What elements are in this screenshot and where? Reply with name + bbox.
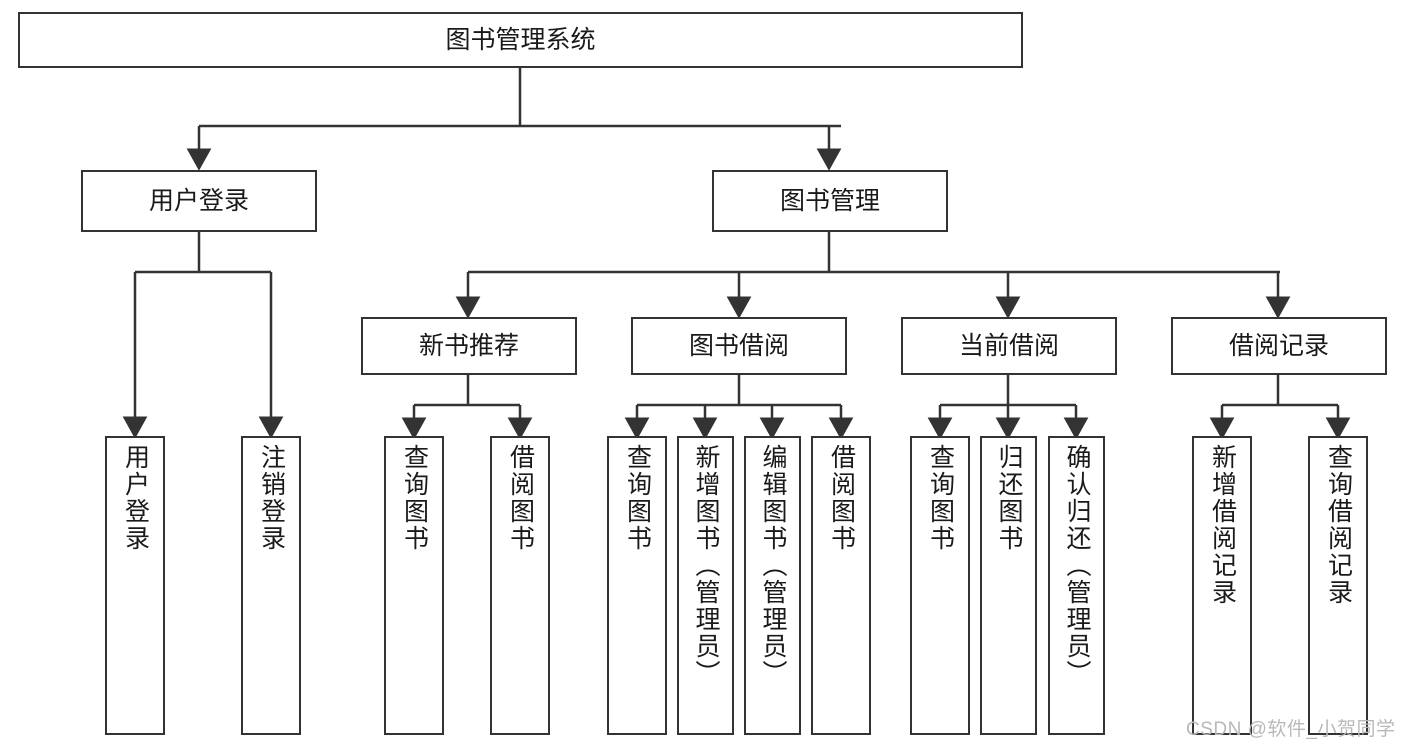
node-leaf-query-book-2[interactable]: 查询图书 [607,436,667,735]
node-leaf-borrow-book-1[interactable]: 借阅图书 [490,436,550,735]
node-leaf-query-record-label: 查询借阅记录 [1324,444,1353,606]
node-leaf-confirm-return[interactable]: 确认归还（管理员） [1048,436,1105,735]
node-leaf-user-login[interactable]: 用户登录 [105,436,165,735]
node-leaf-return-book[interactable]: 归还图书 [980,436,1037,735]
node-current-borrow-label: 当前借阅 [958,331,1059,360]
node-user-login-label: 用户登录 [148,186,249,215]
node-leaf-borrow-book-2[interactable]: 借阅图书 [811,436,871,735]
node-leaf-add-record[interactable]: 新增借阅记录 [1192,436,1252,735]
node-leaf-edit-book[interactable]: 编辑图书（管理员） [744,436,801,735]
node-current-borrow[interactable]: 当前借阅 [901,317,1117,375]
node-leaf-query-book-3[interactable]: 查询图书 [910,436,970,735]
node-borrow-record-label: 借阅记录 [1228,331,1329,360]
node-leaf-query-record[interactable]: 查询借阅记录 [1308,436,1368,735]
node-book-management[interactable]: 图书管理 [712,170,948,232]
node-borrow-record[interactable]: 借阅记录 [1171,317,1387,375]
node-leaf-add-book-label: 新增图书（管理员） [692,444,720,687]
node-leaf-user-login-label: 用户登录 [121,444,150,552]
node-leaf-query-book-2-label: 查询图书 [623,444,652,552]
node-leaf-add-book[interactable]: 新增图书（管理员） [677,436,734,735]
node-book-borrow-label: 图书借阅 [688,331,789,360]
node-leaf-borrow-book-1-label: 借阅图书 [506,444,535,552]
node-leaf-query-book-3-label: 查询图书 [926,444,955,552]
node-leaf-return-book-label: 归还图书 [995,444,1023,552]
node-leaf-add-record-label: 新增借阅记录 [1208,444,1237,606]
node-leaf-confirm-return-label: 确认归还（管理员） [1063,444,1091,687]
node-leaf-logout[interactable]: 注销登录 [241,436,301,735]
node-leaf-borrow-book-2-label: 借阅图书 [827,444,856,552]
node-book-management-label: 图书管理 [779,186,880,215]
node-leaf-logout-label: 注销登录 [257,444,286,552]
node-root[interactable]: 图书管理系统 [18,12,1023,68]
node-new-book-recommend-label: 新书推荐 [418,331,519,360]
node-user-login[interactable]: 用户登录 [81,170,317,232]
watermark-text: CSDN @软件_小贺同学 [1186,719,1396,740]
node-leaf-query-book-1-label: 查询图书 [400,444,429,552]
node-root-label: 图书管理系统 [445,25,596,54]
node-book-borrow[interactable]: 图书借阅 [631,317,847,375]
node-leaf-query-book-1[interactable]: 查询图书 [384,436,444,735]
node-leaf-edit-book-label: 编辑图书（管理员） [759,444,787,687]
node-new-book-recommend[interactable]: 新书推荐 [361,317,577,375]
